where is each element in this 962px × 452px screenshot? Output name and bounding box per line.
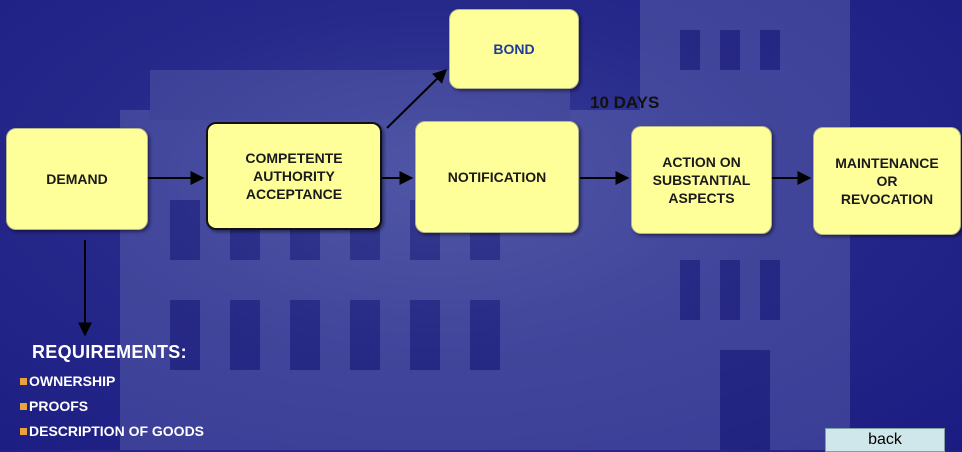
back-button[interactable]: back: [825, 428, 945, 452]
requirements-list: OWNERSHIP PROOFS DESCRIPTION OF GOODS: [20, 369, 204, 444]
edge-label-days: 10 DAYS: [590, 93, 660, 112]
requirement-label: DESCRIPTION OF GOODS: [29, 423, 205, 439]
node-notification: NOTIFICATION: [415, 121, 579, 233]
node-demand: DEMAND: [6, 128, 148, 230]
node-maintenance: MAINTENANCE OR REVOCATION: [813, 127, 961, 235]
node-action-label: ACTION ON SUBSTANTIAL ASPECTS: [652, 154, 751, 206]
node-acceptance: COMPETENTE AUTHORITY ACCEPTANCE: [206, 122, 382, 230]
arrow-acceptance-to-bond: [386, 69, 447, 129]
list-item: PROOFS: [20, 394, 204, 419]
bullet-icon: [20, 377, 27, 385]
node-notification-label: NOTIFICATION: [447, 169, 547, 185]
node-bond: BOND: [449, 9, 579, 89]
list-item: DESCRIPTION OF GOODS: [20, 419, 204, 444]
requirements-title: REQUIREMENTS:: [32, 342, 187, 362]
requirement-label: OWNERSHIP: [29, 373, 116, 389]
bullet-icon: [20, 427, 27, 435]
bullet-icon: [20, 402, 27, 410]
node-acceptance-label: COMPETENTE AUTHORITY ACCEPTANCE: [245, 150, 343, 202]
node-bond-label: BOND: [493, 41, 535, 57]
node-action: ACTION ON SUBSTANTIAL ASPECTS: [631, 126, 772, 234]
list-item: OWNERSHIP: [20, 369, 204, 394]
node-demand-label: DEMAND: [46, 171, 108, 187]
node-maintenance-label: MAINTENANCE OR REVOCATION: [835, 155, 939, 207]
requirement-label: PROOFS: [29, 398, 89, 414]
